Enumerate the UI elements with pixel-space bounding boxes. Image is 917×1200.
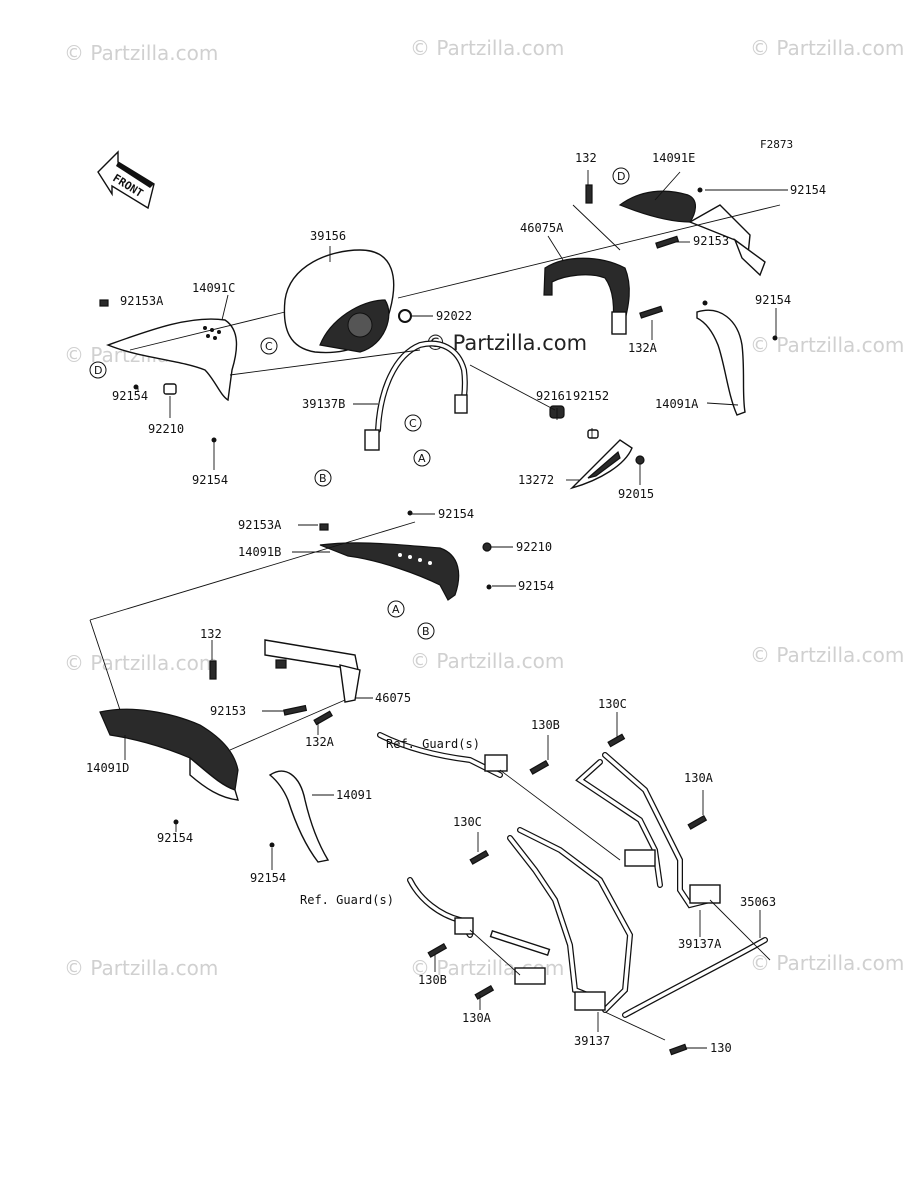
label-92154-bl: 92154 <box>192 473 228 487</box>
cover-14091d-part <box>99 708 239 801</box>
label-14091e: 14091E <box>652 151 695 165</box>
label-130c-top: 130C <box>598 697 627 711</box>
cover-14091e-part <box>618 190 766 277</box>
label-ref-guard-low: Ref. Guard(s) <box>300 893 394 907</box>
watermark-8: © Partzilla.com <box>750 643 904 667</box>
frame-39137a-part <box>575 752 721 909</box>
watermark-6: © Partzilla.com <box>64 651 218 675</box>
circle-a-top: A <box>418 452 426 465</box>
label-92210-top: 92210 <box>148 422 184 436</box>
label-39156: 39156 <box>310 229 346 243</box>
plate-13272-part <box>569 439 645 490</box>
watermark-11: © Partzilla.com <box>750 951 904 975</box>
bracket-46075a-part <box>543 257 630 335</box>
frame-39137-part <box>489 827 634 1013</box>
part-labels: 132 14091E 92154 39156 46075A 92153 9215… <box>86 151 826 1055</box>
front-arrow-icon: FRONT <box>97 150 155 210</box>
label-ref-guard-top: Ref. Guard(s) <box>386 737 480 751</box>
circle-a-mid: A <box>392 603 400 616</box>
label-13272: 13272 <box>518 473 554 487</box>
label-14091c: 14091C <box>192 281 235 295</box>
label-92022: 92022 <box>436 309 472 323</box>
bracket-46075-part <box>264 639 361 703</box>
label-132a-mid: 132A <box>305 735 335 749</box>
label-14091: 14091 <box>336 788 372 802</box>
watermark-7: © Partzilla.com <box>410 649 564 673</box>
circle-c-left: C <box>265 340 273 353</box>
circle-b-top: B <box>319 472 327 485</box>
bolts-top <box>99 184 778 443</box>
label-130c-mid: 130C <box>453 815 482 829</box>
label-130a-low: 130A <box>462 1011 492 1025</box>
cover-14091a-part <box>696 309 746 416</box>
label-92153-mid: 92153 <box>210 704 246 718</box>
label-92154-mid: 92154 <box>438 507 474 521</box>
label-14091b: 14091B <box>238 545 281 559</box>
label-130a-right: 130A <box>684 771 714 785</box>
circle-c-mid: C <box>409 417 417 430</box>
leader-lines <box>89 170 788 1049</box>
cover-14091c-part <box>106 318 238 402</box>
label-14091a: 14091A <box>655 397 699 411</box>
circle-b-mid: B <box>422 625 430 638</box>
label-35063: 35063 <box>740 895 776 909</box>
label-132a-top: 132A <box>628 341 658 355</box>
label-39137a: 39137A <box>678 937 722 951</box>
label-92154-r: 92154 <box>755 293 791 307</box>
circle-d-right: D <box>617 170 625 183</box>
label-92154-low2: 92154 <box>250 871 286 885</box>
label-92153a-mid: 92153A <box>238 518 282 532</box>
saddlebag-part <box>283 249 395 354</box>
label-92152: 92152 <box>573 389 609 403</box>
callout-circles: D C C B A D A B <box>89 167 630 640</box>
label-92161: 92161 <box>536 389 572 403</box>
watermark-1: © Partzilla.com <box>64 41 218 65</box>
brace-35063-part <box>622 937 768 1018</box>
label-92154-low: 92154 <box>157 831 193 845</box>
diagram-code: F2873 <box>760 138 793 151</box>
label-92154-tr: 92154 <box>790 183 826 197</box>
bolts-lower <box>427 733 708 1056</box>
bolts-middle <box>173 510 492 848</box>
label-130: 130 <box>710 1041 732 1055</box>
label-92154-l: 92154 <box>112 389 148 403</box>
watermark-9: © Partzilla.com <box>64 956 218 980</box>
label-130b-low: 130B <box>418 973 447 987</box>
cover-14091b-part <box>319 542 460 601</box>
label-92015: 92015 <box>618 487 654 501</box>
label-39137: 39137 <box>574 1034 610 1048</box>
circle-d-left: D <box>94 364 102 377</box>
label-132-top: 132 <box>575 151 597 165</box>
label-39137b: 39137B <box>302 397 345 411</box>
label-130b-top: 130B <box>531 718 560 732</box>
label-14091d: 14091D <box>86 761 129 775</box>
ref-guard-low-part <box>407 877 474 938</box>
watermark-3: © Partzilla.com <box>750 36 904 60</box>
label-92153a-top: 92153A <box>120 294 164 308</box>
label-92154-mid2: 92154 <box>518 579 554 593</box>
label-46075: 46075 <box>375 691 411 705</box>
label-132-mid: 132 <box>200 627 222 641</box>
cover-14091-part <box>268 770 330 863</box>
frame-39137b-part <box>364 340 468 451</box>
label-46075a: 46075A <box>520 221 564 235</box>
label-92210-mid: 92210 <box>516 540 552 554</box>
watermark-2: © Partzilla.com <box>410 36 564 60</box>
ref-guard-top-part <box>377 732 508 778</box>
label-92153-top: 92153 <box>693 234 729 248</box>
